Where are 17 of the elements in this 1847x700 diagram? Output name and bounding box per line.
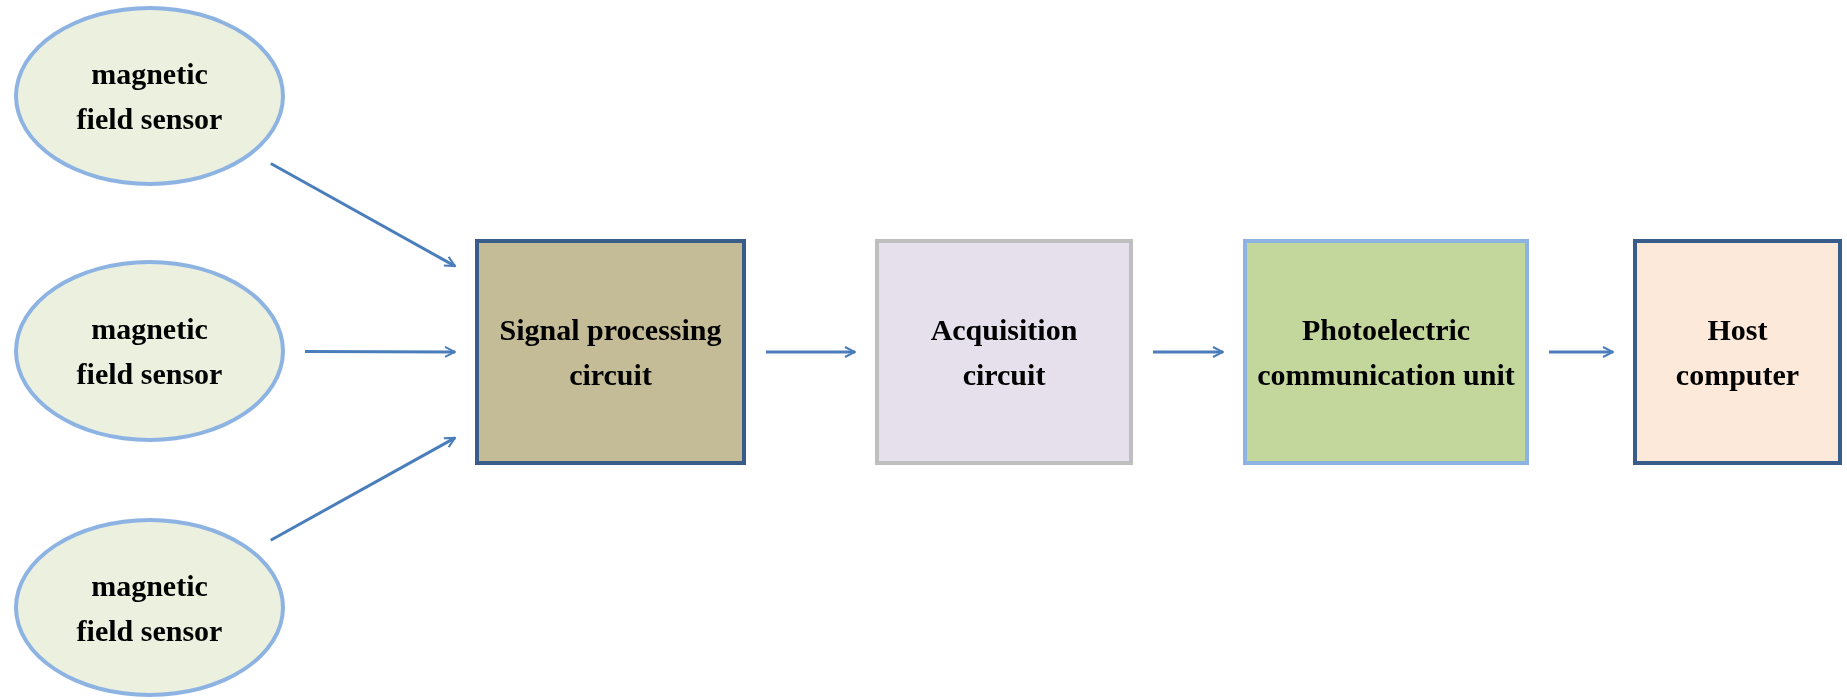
node-label: Acquisition circuit <box>929 312 1079 393</box>
arrow <box>1153 346 1224 358</box>
arrow <box>270 162 456 268</box>
node-label: Host computer <box>1674 312 1801 393</box>
node-label: magnetic field sensor <box>75 56 224 137</box>
arrow <box>766 346 856 358</box>
arrow <box>270 436 456 542</box>
process-box <box>475 239 746 465</box>
process-box <box>875 239 1133 465</box>
node-label: magnetic field sensor <box>75 567 224 649</box>
process-box <box>1243 239 1529 465</box>
node-label: Signal processing circuit <box>498 312 723 393</box>
arrow <box>1549 346 1614 358</box>
node-label: Photoelectric communication unit <box>1256 312 1516 393</box>
node-label: magnetic field sensor <box>75 311 224 392</box>
arrow <box>305 345 456 358</box>
process-box <box>1633 239 1842 465</box>
